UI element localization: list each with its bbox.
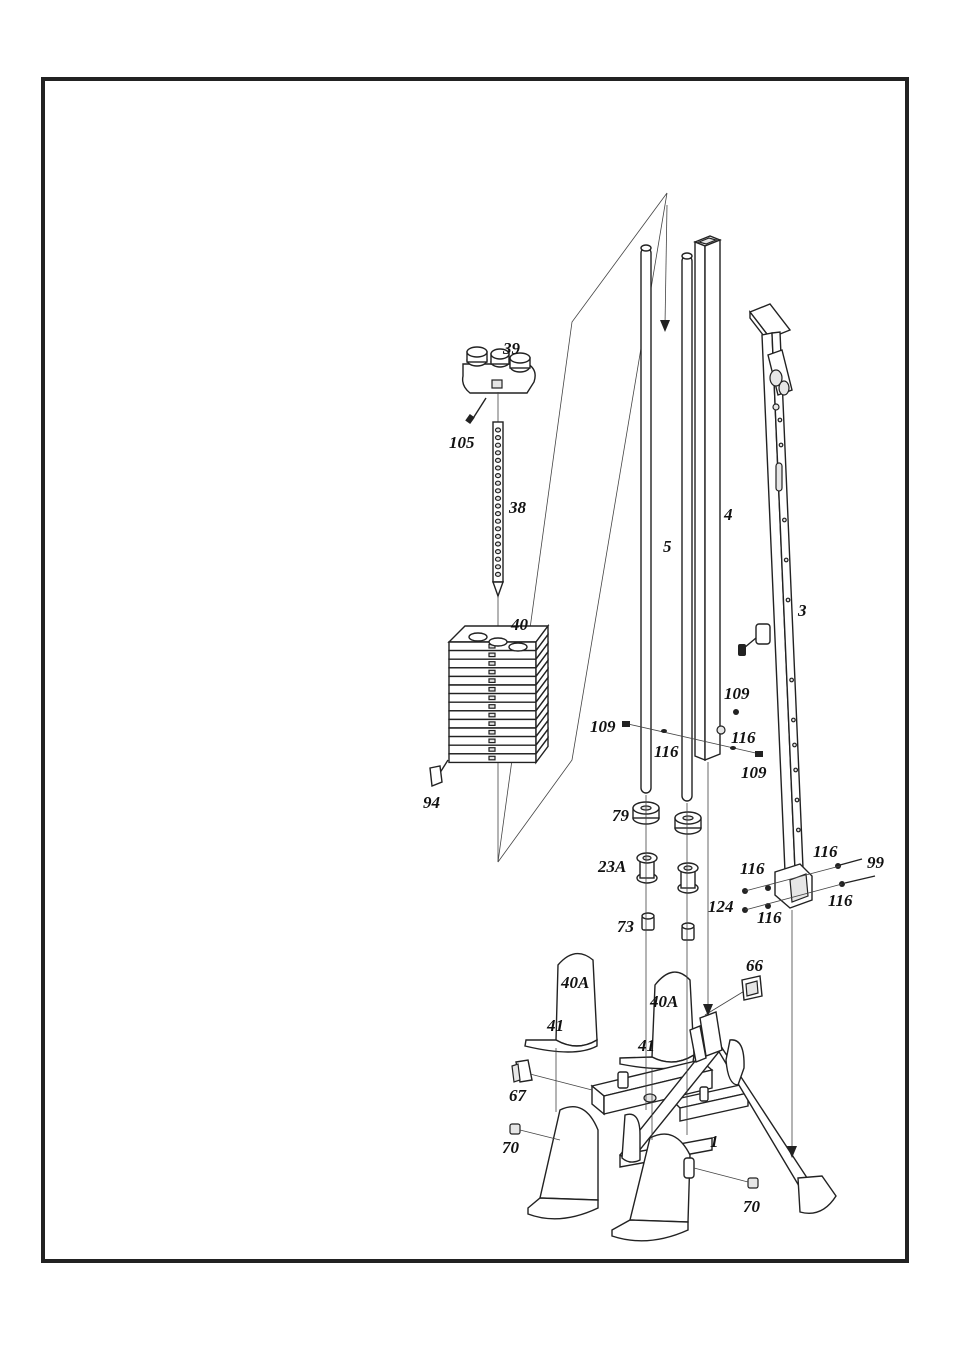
label-38: 38	[508, 498, 527, 517]
rod-hole	[496, 443, 501, 447]
bolt-105	[465, 398, 486, 424]
selector-rod-38	[493, 392, 503, 596]
plate-slot	[489, 670, 495, 674]
plate-slot	[489, 731, 495, 735]
label-124: 124	[708, 897, 734, 916]
foot-pads-40A-41	[525, 954, 694, 1069]
rod-hole	[496, 428, 501, 432]
label-109-left: 109	[590, 717, 616, 736]
rod-hole	[496, 534, 501, 538]
post-hole	[778, 418, 782, 422]
label-40A-right: 40A	[649, 992, 678, 1011]
plate-slot	[489, 696, 495, 700]
label-73: 73	[617, 917, 635, 936]
rod-hole	[496, 504, 501, 508]
post-hole	[790, 678, 794, 682]
plate-slot	[489, 679, 495, 683]
rings-79	[633, 802, 701, 834]
plate-slot	[489, 739, 495, 743]
post-hole	[792, 718, 796, 722]
label-41-right: 41	[637, 1036, 655, 1055]
label-70-right: 70	[743, 1197, 761, 1216]
label-109-top: 109	[724, 684, 750, 703]
rod-hole	[496, 519, 501, 523]
label-116-mid: 116	[740, 859, 765, 878]
label-5: 5	[663, 537, 672, 556]
post-hole	[797, 828, 801, 832]
label-67: 67	[509, 1086, 528, 1105]
label-116-lower-right: 116	[828, 891, 853, 910]
label-1: 1	[710, 1132, 719, 1151]
post-hole	[794, 768, 798, 772]
plate-slot	[489, 713, 495, 717]
label-23A: 23A	[597, 857, 626, 876]
plate-slot	[489, 756, 495, 760]
rod-hole	[496, 557, 501, 561]
base-frame-1	[592, 990, 836, 1213]
plate-slot	[489, 653, 495, 657]
label-79: 79	[612, 806, 630, 825]
rod-hole	[496, 542, 501, 546]
label-4: 4	[723, 505, 733, 524]
post-hole	[793, 743, 797, 747]
plate-slot	[489, 722, 495, 726]
plate-slot	[489, 688, 495, 692]
rod-hole	[496, 489, 501, 493]
label-116-top-right: 116	[813, 842, 838, 861]
label-40A-left: 40A	[560, 973, 589, 992]
lower-foot-pads	[528, 1107, 694, 1241]
label-66: 66	[746, 956, 764, 975]
label-3: 3	[797, 601, 807, 620]
label-70-left: 70	[502, 1138, 520, 1157]
plate-slot	[489, 748, 495, 752]
label-116-bottom: 116	[757, 908, 782, 927]
rod-hole	[496, 496, 501, 500]
weight-stack-40	[449, 626, 548, 762]
post-hole	[779, 443, 783, 447]
label-116-right: 116	[731, 728, 756, 747]
label-39: 39	[502, 339, 521, 358]
post-hole	[795, 798, 799, 802]
label-109-right: 109	[741, 763, 767, 782]
label-94: 94	[423, 793, 440, 812]
rod-hole	[496, 474, 501, 478]
rod-hole	[496, 512, 501, 516]
post-hole	[783, 518, 787, 522]
square-tube-4	[695, 236, 720, 760]
rod-hole	[496, 451, 501, 455]
post-hole	[786, 598, 790, 602]
rod-hole	[496, 466, 501, 470]
plate-slot	[489, 705, 495, 709]
rod-hole	[496, 481, 501, 485]
post-hole	[784, 558, 788, 562]
rod-hole	[496, 527, 501, 531]
rod-hole	[496, 565, 501, 569]
label-41-left: 41	[546, 1016, 564, 1035]
label-99: 99	[867, 853, 885, 872]
label-116-center: 116	[654, 742, 679, 761]
label-105: 105	[449, 433, 475, 452]
label-40: 40	[510, 615, 529, 634]
rod-hole	[496, 572, 501, 576]
pop-pin	[738, 624, 770, 656]
pin-94	[430, 760, 448, 786]
top-plate-39	[463, 347, 536, 393]
rod-hole	[496, 436, 501, 440]
rod-hole	[496, 550, 501, 554]
bushings-73	[642, 913, 694, 940]
plate-slot	[489, 662, 495, 666]
rod-hole	[496, 458, 501, 462]
